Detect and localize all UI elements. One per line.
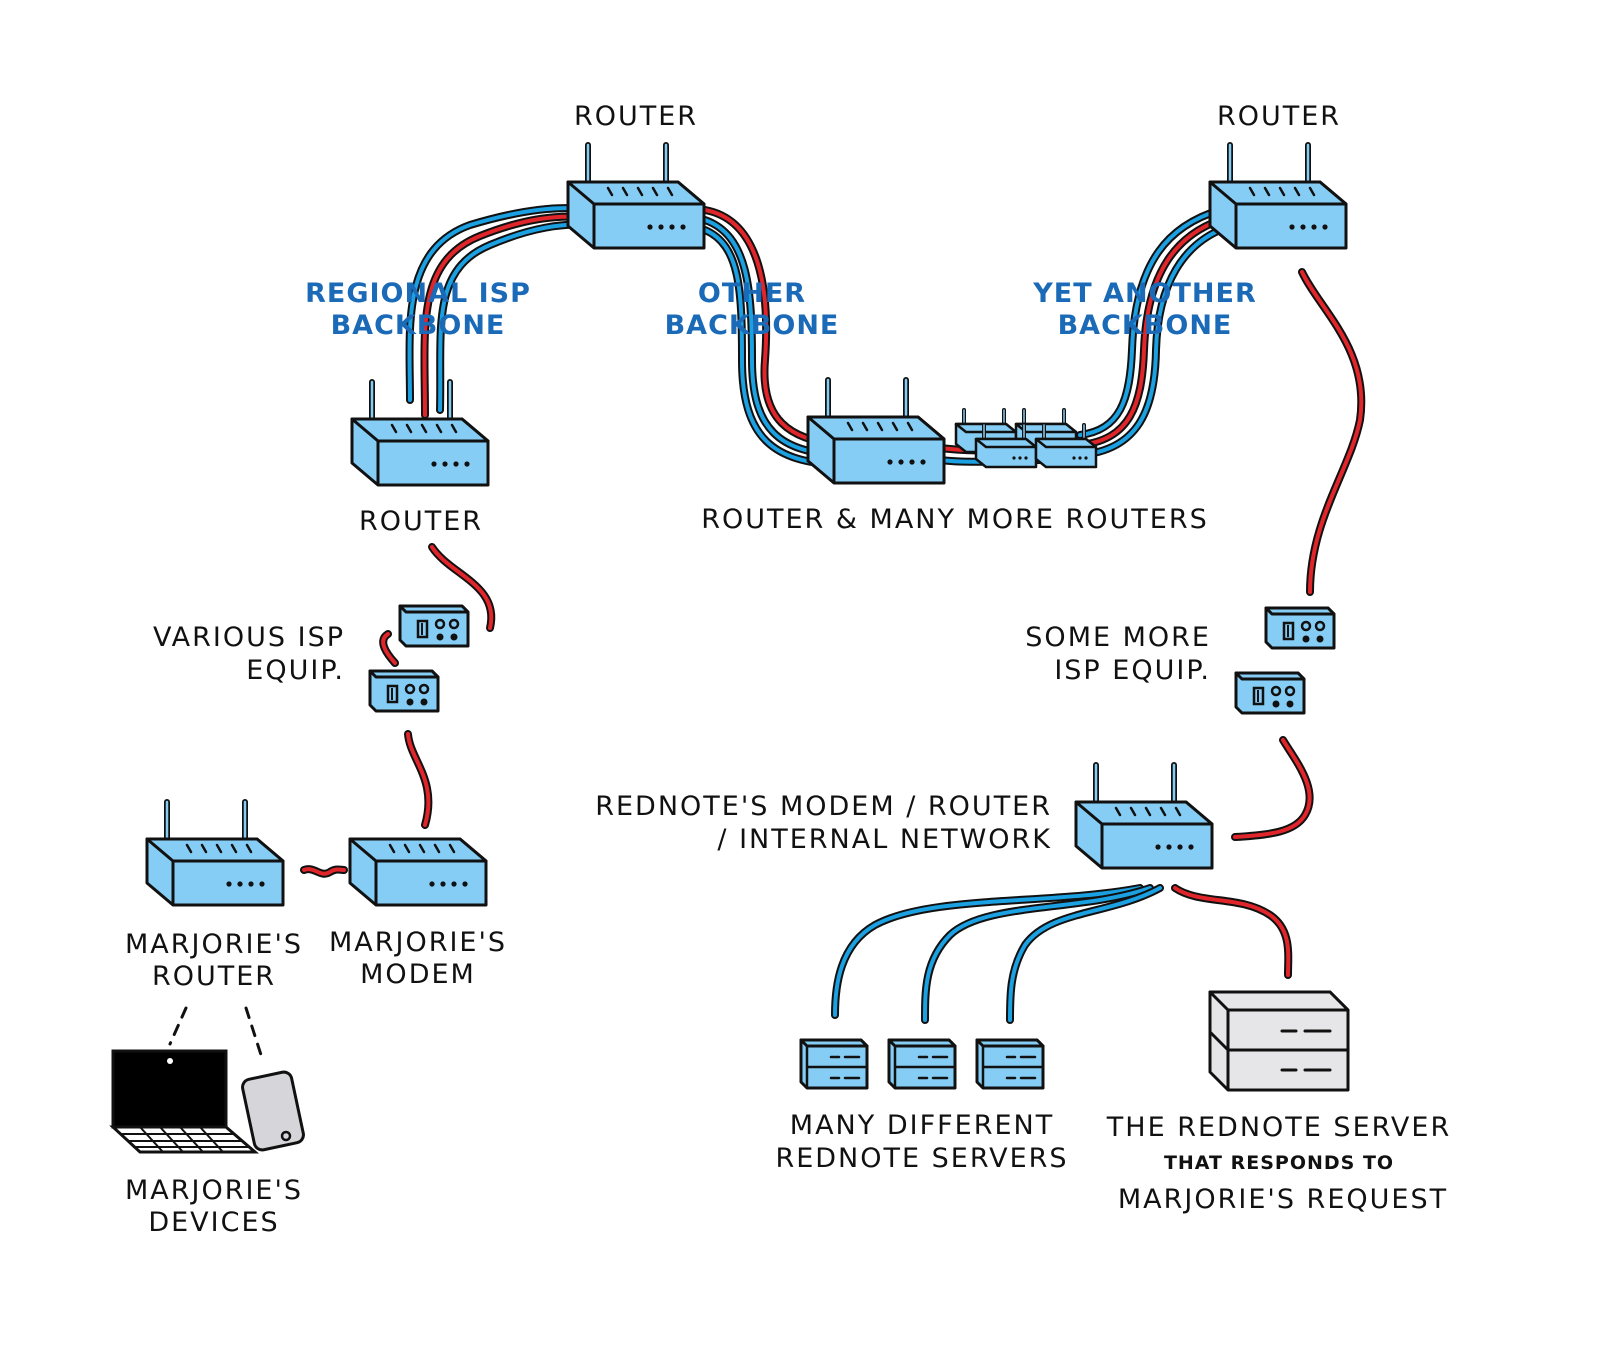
marjorie-modem-icon [348,837,488,907]
rednote-modem-router-icon [1076,765,1212,868]
router-many-label: ROUTER & MANY MORE ROUTERS [701,504,1209,535]
isp-more-label: SOME MORE [1025,622,1211,653]
rednote-server-small-icon [887,1038,957,1090]
marjorie-router-icon [147,802,283,905]
router-top-right-label: ROUTER [1217,101,1341,132]
router-top-center-icon [568,145,704,248]
cable-other-backbone [701,206,844,469]
rednote-servers-label: REDNOTE SERVERS [775,1143,1068,1174]
isp-equipment-icon [1234,671,1306,715]
isp-various-label: VARIOUS ISP [153,622,345,653]
regional-backbone-label: BACKBONE [331,310,506,341]
router-top-center-label: ROUTER [574,101,698,132]
router-many-main-icon [808,380,944,483]
isp-equipment-icon [1264,606,1336,650]
cable-regional-backbone [405,204,594,419]
router-left-label: ROUTER [359,506,483,537]
responding-server-label: THE REDNOTE SERVER [1106,1112,1451,1143]
many-routers-cluster [954,408,1098,469]
responding-server-label: THAT RESPONDS TO [1164,1152,1394,1174]
regional-backbone-label: REGIONAL ISP [305,278,531,309]
cable-red-links [300,268,1366,979]
isp-equipment-icon [368,669,440,713]
isp-various-label: EQUIP. [246,655,345,686]
rednote-modem-label: / INTERNAL NETWORK [717,824,1052,855]
other-backbone-label: BACKBONE [665,310,840,341]
rednote-servers-label: MANY DIFFERENT [790,1110,1054,1141]
laptop-icon [109,1049,260,1154]
cable-internal-network [831,884,1164,1024]
rednote-modem-label: REDNOTE'S MODEM / ROUTER [595,791,1052,822]
isp-more-label: ISP EQUIP. [1054,655,1211,686]
responding-server-label: MARJORIE'S REQUEST [1118,1184,1448,1215]
router-top-right-icon [1210,145,1346,248]
marjorie-router-label: ROUTER [152,961,276,992]
isp-equipment-icon [398,604,470,648]
phone-icon [241,1070,305,1152]
marjorie-devices-label: DEVICES [148,1207,279,1238]
marjorie-modem-label: MODEM [360,959,476,990]
yet-another-backbone-label: YET ANOTHER [1032,278,1257,309]
other-backbone-label: OTHER [698,278,806,309]
rednote-server-small-icon [799,1038,869,1090]
rednote-server-small-icon [975,1038,1045,1090]
marjorie-router-label: MARJORIE'S [125,929,303,960]
responding-server-icon [1208,990,1350,1092]
marjorie-modem-label: MARJORIE'S [329,927,507,958]
yet-another-backbone-label: BACKBONE [1058,310,1233,341]
wireless-links [168,1006,264,1060]
router-left-icon [352,382,488,485]
cable-yet-another-backbone [1076,206,1224,459]
marjorie-devices-label: MARJORIE'S [125,1175,303,1206]
